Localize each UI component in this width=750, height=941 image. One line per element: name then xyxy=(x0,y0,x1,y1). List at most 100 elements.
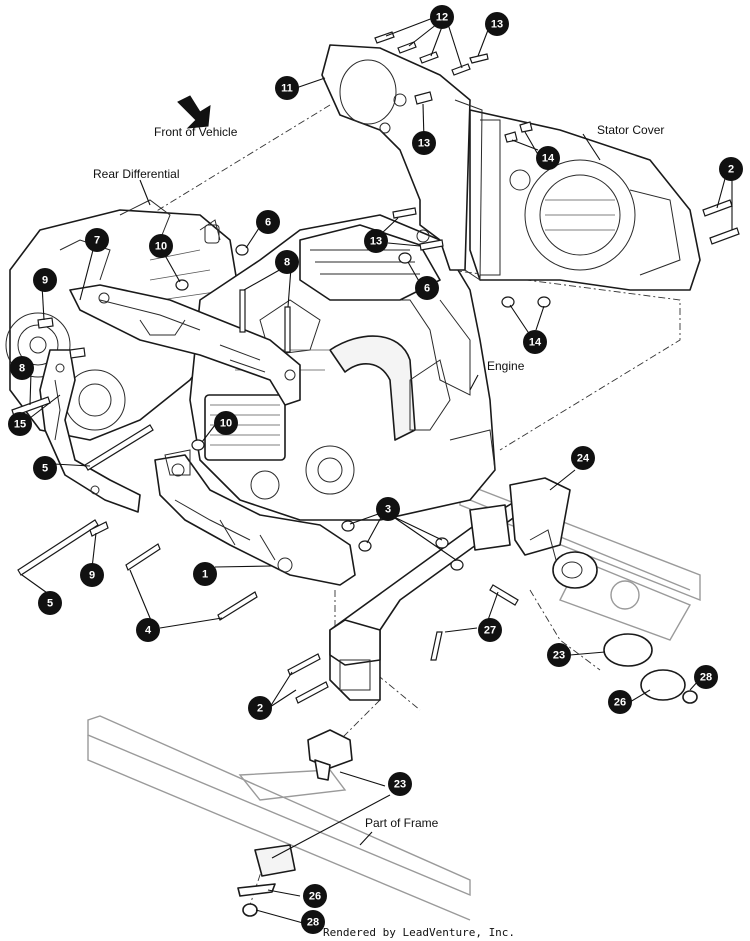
callout-number: 14 xyxy=(529,337,542,349)
callout-9: 9 xyxy=(33,268,57,292)
callout-circle xyxy=(33,268,57,292)
callout-circle xyxy=(364,229,388,253)
callout-13: 13 xyxy=(485,12,509,36)
callout-number: 9 xyxy=(89,570,95,582)
callout-circle xyxy=(193,562,217,586)
callout-24: 24 xyxy=(571,446,595,470)
callout-number: 5 xyxy=(42,463,48,475)
callout-number: 12 xyxy=(436,12,448,24)
callout-number: 2 xyxy=(257,703,263,715)
callout-circle xyxy=(85,228,109,252)
callout-circle xyxy=(275,76,299,100)
callout-15: 15 xyxy=(8,412,32,436)
callout-number: 8 xyxy=(284,257,290,269)
label-stator-cover: Stator Cover xyxy=(597,123,664,137)
callout-number: 7 xyxy=(94,235,100,247)
callout-2: 2 xyxy=(719,157,743,181)
callout-number: 11 xyxy=(281,83,293,95)
callout-number: 2 xyxy=(728,164,734,176)
callout-8: 8 xyxy=(10,356,34,380)
callout-number: 15 xyxy=(14,419,26,431)
front-arrow-icon xyxy=(177,95,211,129)
callout-circle xyxy=(136,618,160,642)
callout-number: 13 xyxy=(491,19,503,31)
callout-6: 6 xyxy=(256,210,280,234)
callout-number: 5 xyxy=(47,598,53,610)
callout-circle xyxy=(412,131,436,155)
callout-14: 14 xyxy=(523,330,547,354)
callout-circle xyxy=(10,356,34,380)
callout-23: 23 xyxy=(547,643,571,667)
callout-circle xyxy=(38,591,62,615)
callout-circle xyxy=(536,146,560,170)
callout-7: 7 xyxy=(85,228,109,252)
callout-circle xyxy=(478,618,502,642)
callout-2: 2 xyxy=(248,696,272,720)
callout-circle xyxy=(388,772,412,796)
callout-circle xyxy=(608,690,632,714)
callout-circle xyxy=(415,276,439,300)
callout-number: 13 xyxy=(370,236,382,248)
label-rear-differential: Rear Differential xyxy=(93,167,179,181)
leader-lines xyxy=(21,17,733,924)
callout-circle xyxy=(33,456,57,480)
callout-number: 24 xyxy=(577,453,590,465)
callout-circle xyxy=(80,563,104,587)
callout-28: 28 xyxy=(301,910,325,934)
mount-bracket-1 xyxy=(154,449,356,586)
callout-10: 10 xyxy=(149,234,173,258)
callout-27: 27 xyxy=(478,618,502,642)
callout-9: 9 xyxy=(80,563,104,587)
callout-28: 28 xyxy=(694,665,718,689)
callout-number: 14 xyxy=(542,153,555,165)
callout-number: 6 xyxy=(265,217,271,229)
callout-circle xyxy=(8,412,32,436)
callout-8: 8 xyxy=(275,250,299,274)
bracket-7 xyxy=(69,284,301,406)
callout-circle xyxy=(275,250,299,274)
stator-cover xyxy=(469,109,701,291)
cross-tube-24 xyxy=(329,477,571,701)
callout-4: 4 xyxy=(136,618,160,642)
callout-circle xyxy=(248,696,272,720)
callout-number: 1 xyxy=(202,569,208,581)
callout-circle xyxy=(485,12,509,36)
callout-circle xyxy=(523,330,547,354)
bracket-15 xyxy=(39,349,141,513)
bracket-11 xyxy=(321,44,483,281)
callout-number: 28 xyxy=(700,672,712,684)
callout-12: 12 xyxy=(430,5,454,29)
callout-circle xyxy=(256,210,280,234)
callout-10: 10 xyxy=(214,411,238,435)
callout-number: 13 xyxy=(418,138,430,150)
callout-26: 26 xyxy=(303,884,327,908)
callout-number: 26 xyxy=(309,891,321,903)
callout-circle xyxy=(303,884,327,908)
callout-circle xyxy=(694,665,718,689)
callout-number: 28 xyxy=(307,917,319,929)
callout-number: 3 xyxy=(385,504,391,516)
callout-circle xyxy=(214,411,238,435)
callout-circle xyxy=(547,643,571,667)
callout-circle xyxy=(719,157,743,181)
label-front-of-vehicle: Front of Vehicle xyxy=(154,125,238,139)
callout-number: 27 xyxy=(484,625,496,637)
callout-number: 23 xyxy=(553,650,565,662)
callout-number: 6 xyxy=(424,283,430,295)
callout-13: 13 xyxy=(412,131,436,155)
callout-number: 8 xyxy=(19,363,25,375)
callout-1: 1 xyxy=(193,562,217,586)
callout-number: 4 xyxy=(145,625,152,637)
callout-5: 5 xyxy=(38,591,62,615)
callout-14: 14 xyxy=(536,146,560,170)
callout-circle xyxy=(571,446,595,470)
callout-circle xyxy=(376,497,400,521)
callout-circle xyxy=(430,5,454,29)
callout-number: 26 xyxy=(614,697,626,709)
callout-number: 9 xyxy=(42,275,48,287)
callout-circle xyxy=(149,234,173,258)
callout-5: 5 xyxy=(33,456,57,480)
callout-circle xyxy=(301,910,325,934)
